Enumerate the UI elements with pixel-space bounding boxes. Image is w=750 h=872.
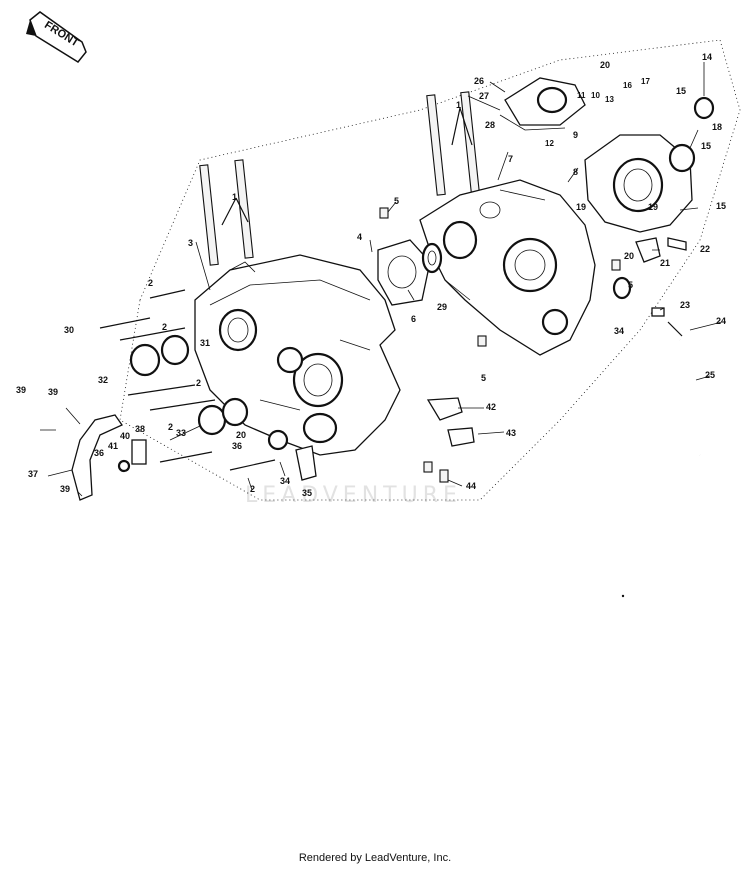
callout-20: 20 [624, 251, 634, 261]
callout-29: 29 [437, 302, 447, 312]
callout-11: 11 [577, 91, 586, 100]
callout-20: 20 [236, 430, 246, 440]
callout-42: 42 [486, 402, 496, 412]
callout-9: 9 [573, 130, 578, 140]
callout-2: 2 [168, 422, 173, 432]
callout-24: 24 [716, 316, 726, 326]
callout-3: 3 [188, 238, 193, 248]
callout-4: 4 [357, 232, 362, 242]
callout-33: 33 [176, 428, 186, 438]
callout-20: 20 [600, 60, 610, 70]
callout-12: 12 [545, 139, 554, 148]
callout-26: 26 [474, 76, 484, 86]
clutch-cover [584, 134, 693, 233]
bracket [295, 445, 317, 481]
callout-25: 25 [705, 370, 715, 380]
callout-34: 34 [280, 476, 290, 486]
callout-5: 5 [394, 196, 399, 206]
intake-manifold [499, 77, 586, 131]
callout-5: 5 [481, 373, 486, 383]
engine-silhouette [119, 39, 741, 501]
callout-16: 16 [623, 81, 632, 90]
gasket [377, 239, 431, 306]
callout-36: 36 [94, 448, 104, 458]
breather-tube [667, 321, 702, 456]
callout-44: 44 [466, 481, 476, 491]
callout-30: 30 [64, 325, 74, 335]
callout-15: 15 [676, 86, 686, 96]
callout-2: 2 [162, 322, 167, 332]
callout-34: 34 [614, 326, 624, 336]
callout-2: 2 [196, 378, 201, 388]
crankcase-right-half [419, 179, 596, 356]
callout-19: 19 [648, 202, 658, 212]
small-cover [426, 397, 475, 447]
callout-32: 32 [98, 375, 108, 385]
callout-22: 22 [700, 244, 710, 254]
callout-21: 21 [660, 258, 670, 268]
dowel-pin [611, 259, 621, 271]
callout-15: 15 [701, 141, 711, 151]
bearing [421, 242, 443, 274]
crankcase-left-half [194, 254, 401, 456]
stray-mark [621, 594, 625, 598]
callout-28: 28 [485, 120, 495, 130]
callout-2: 2 [250, 484, 255, 494]
dowel-pin-5b [477, 335, 487, 347]
left-bearings [129, 334, 289, 451]
shift-arm [71, 414, 147, 501]
callout-labels: 1 1 2 2 2 2 2 3 4 5 5 5 6 7 8 9 10 11 12… [16, 52, 726, 498]
o-ring [693, 96, 715, 120]
leader-lines [40, 62, 723, 497]
callout-8: 8 [573, 167, 578, 177]
callout-39: 39 [16, 385, 26, 395]
callout-35: 35 [302, 488, 312, 498]
callout-40: 40 [120, 431, 130, 441]
bolts-group [99, 289, 276, 471]
screw-22 [667, 237, 687, 251]
seal-34 [612, 276, 632, 300]
callout-17: 17 [641, 77, 650, 86]
callout-43: 43 [506, 428, 516, 438]
callout-6: 6 [411, 314, 416, 324]
stud-bolts-right [426, 91, 480, 196]
bracket-21 [635, 237, 661, 263]
callout-27: 27 [479, 91, 489, 101]
callout-14: 14 [702, 52, 712, 62]
clamp-23 [651, 307, 665, 317]
stud-bolts-left [199, 159, 254, 266]
watermark-text: LEADVENTURE [245, 483, 462, 508]
callout-39: 39 [60, 484, 70, 494]
callout-10: 10 [591, 91, 600, 100]
callout-7: 7 [508, 154, 513, 164]
callout-36: 36 [232, 441, 242, 451]
callout-13: 13 [605, 95, 614, 104]
callout-2: 2 [148, 278, 153, 288]
callout-19: 19 [576, 202, 586, 212]
callout-1: 1 [232, 192, 237, 202]
bolts-44 [423, 461, 449, 483]
callout-37: 37 [28, 469, 38, 479]
callout-38: 38 [135, 424, 145, 434]
oil-seal [668, 143, 696, 173]
dowel-pin-5 [379, 207, 389, 219]
callout-15: 15 [716, 201, 726, 211]
front-arrow-icon: FRONT [26, 11, 87, 63]
callout-1: 1 [456, 100, 461, 110]
callout-23: 23 [680, 300, 690, 310]
callout-39: 39 [48, 387, 58, 397]
footer-credit: Rendered by LeadVenture, Inc. [298, 852, 452, 864]
callout-41: 41 [108, 441, 118, 451]
callout-5: 5 [628, 280, 633, 290]
callout-18: 18 [712, 122, 722, 132]
callout-31: 31 [200, 338, 210, 348]
